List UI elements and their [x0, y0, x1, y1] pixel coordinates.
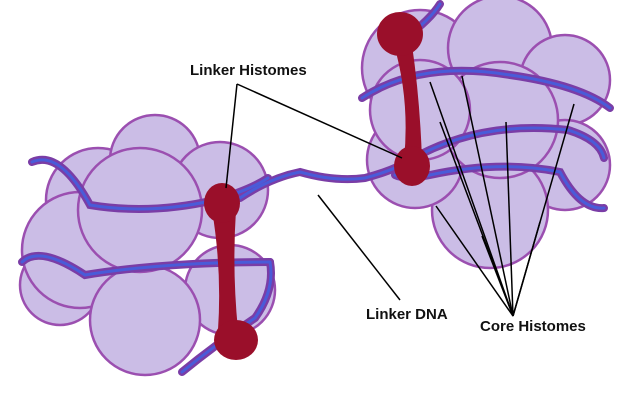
- label-linker-histones: Linker Histomes: [190, 62, 307, 79]
- pointer-core-histone: [512, 221, 541, 317]
- pointer-core-histone: [481, 235, 514, 317]
- left-linker-histone-bottom: [214, 320, 258, 360]
- right-linker-histone-top: [377, 12, 423, 56]
- pointer-core-histone: [461, 75, 514, 317]
- pointer-core-histone: [429, 81, 514, 317]
- pointer-core-histone: [505, 121, 514, 317]
- label-linker-dna: Linker DNA: [366, 306, 448, 323]
- dna-core-left-upper: [30, 158, 270, 211]
- pointer-linker-dna: [317, 194, 401, 301]
- right-linker-histone-stalk: [394, 45, 422, 160]
- dna-core-linker: [238, 158, 412, 200]
- dna-core-right-upper: [360, 69, 612, 110]
- left-linker-histone: [204, 183, 258, 360]
- pointer-linker-histone-left: [225, 83, 238, 189]
- core-histone: [88, 263, 202, 377]
- right-linker-histone-bottom: [394, 146, 430, 186]
- label-core-histones: Core Histomes: [480, 318, 586, 335]
- left-linker-histone-top: [204, 183, 240, 223]
- pointer-linker-histone-right: [236, 83, 403, 159]
- dna-core-tail-left: [180, 260, 273, 374]
- pointer-core-histone: [435, 205, 514, 317]
- dna-core-right-lower: [408, 126, 606, 162]
- pointer-lines: [225, 75, 575, 317]
- left-linker-histone-stalk: [212, 210, 238, 330]
- right-linker-histone: [377, 12, 430, 186]
- left-nucleosome: [18, 113, 277, 377]
